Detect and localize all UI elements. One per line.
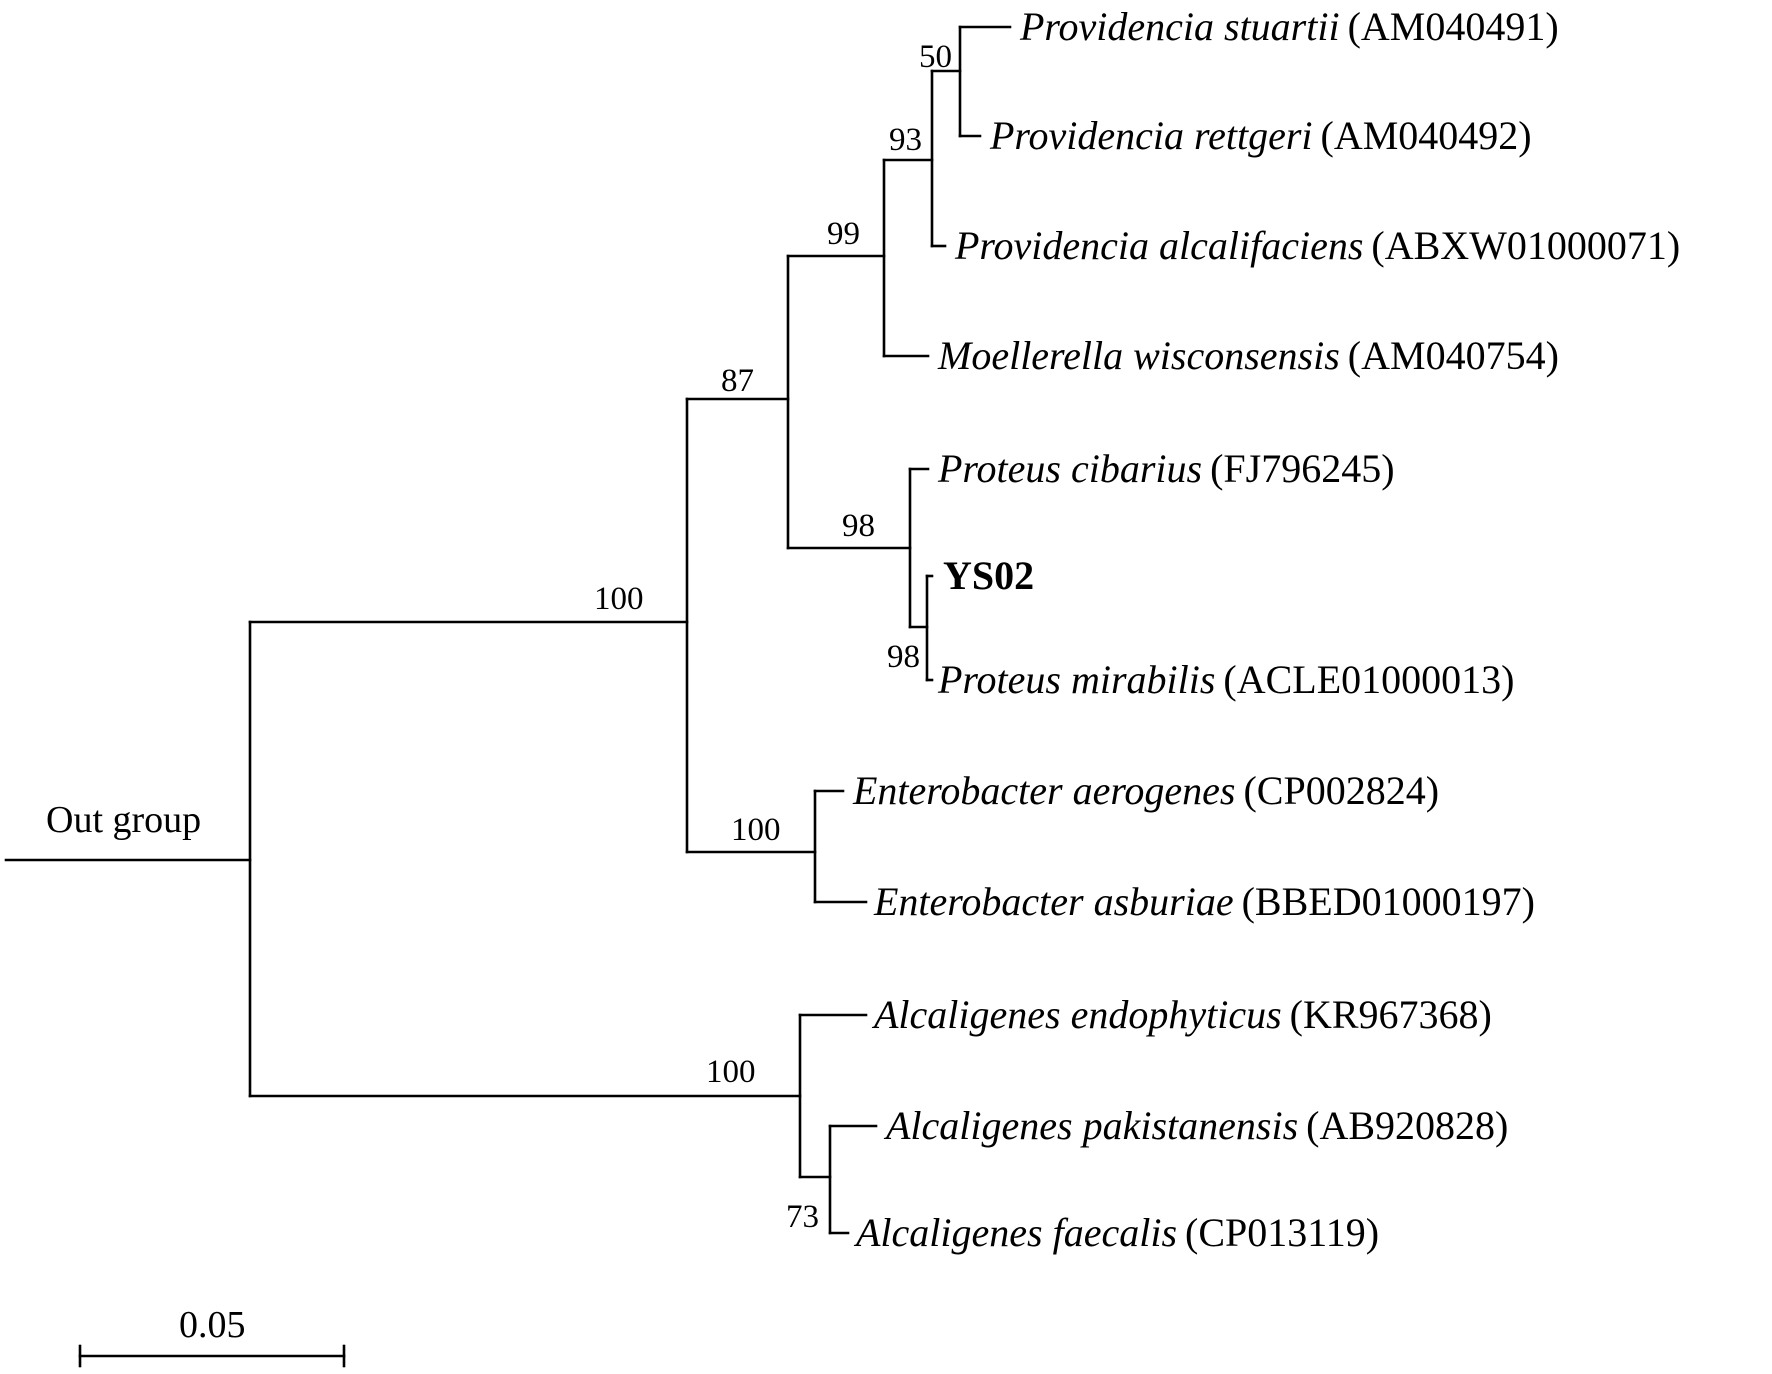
bootstrap-value: 50 xyxy=(919,39,952,75)
bootstrap-value: 93 xyxy=(889,122,922,158)
bootstrap-value: 87 xyxy=(721,363,754,399)
bootstrap-value: 98 xyxy=(887,639,920,675)
bootstrap-value: 100 xyxy=(731,812,781,848)
taxon-label: Alcaligenes faecalis(CP013119) xyxy=(853,1210,1379,1255)
bootstrap-value: 99 xyxy=(827,216,860,252)
taxon-label: Providencia alcalifaciens(ABXW01000071) xyxy=(954,223,1680,268)
tree-branches xyxy=(4,25,1012,1368)
bootstrap-values: 50 93 99 87 98 98 100 100 100 73 xyxy=(594,39,952,1235)
bootstrap-value: 98 xyxy=(842,508,875,544)
taxon-label: Providencia stuartii(AM040491) xyxy=(1019,4,1559,49)
taxon-label: Enterobacter asburiae(BBED01000197) xyxy=(873,879,1535,924)
bootstrap-value: 100 xyxy=(706,1054,756,1090)
taxon-label: Providencia rettgeri(AM040492) xyxy=(989,113,1532,158)
scale-bar-label: 0.05 xyxy=(179,1304,246,1346)
taxon-label: Moellerella wisconsensis(AM040754) xyxy=(937,333,1559,378)
taxon-label: Alcaligenes endophyticus(KR967368) xyxy=(871,992,1492,1037)
taxon-label: Enterobacter aerogenes(CP002824) xyxy=(852,768,1439,813)
outgroup-label: Out group xyxy=(46,799,201,841)
bootstrap-value: 100 xyxy=(594,581,644,617)
taxon-labels: Providencia stuartii(AM040491) Providenc… xyxy=(852,4,1680,1255)
taxon-label-highlight: YS02 xyxy=(943,553,1034,598)
taxon-label: Proteus mirabilis(ACLE01000013) xyxy=(937,657,1515,702)
bootstrap-value: 73 xyxy=(786,1199,819,1235)
taxon-label: Alcaligenes pakistanensis(AB920828) xyxy=(883,1103,1508,1148)
taxon-label: Proteus cibarius(FJ796245) xyxy=(937,446,1395,491)
